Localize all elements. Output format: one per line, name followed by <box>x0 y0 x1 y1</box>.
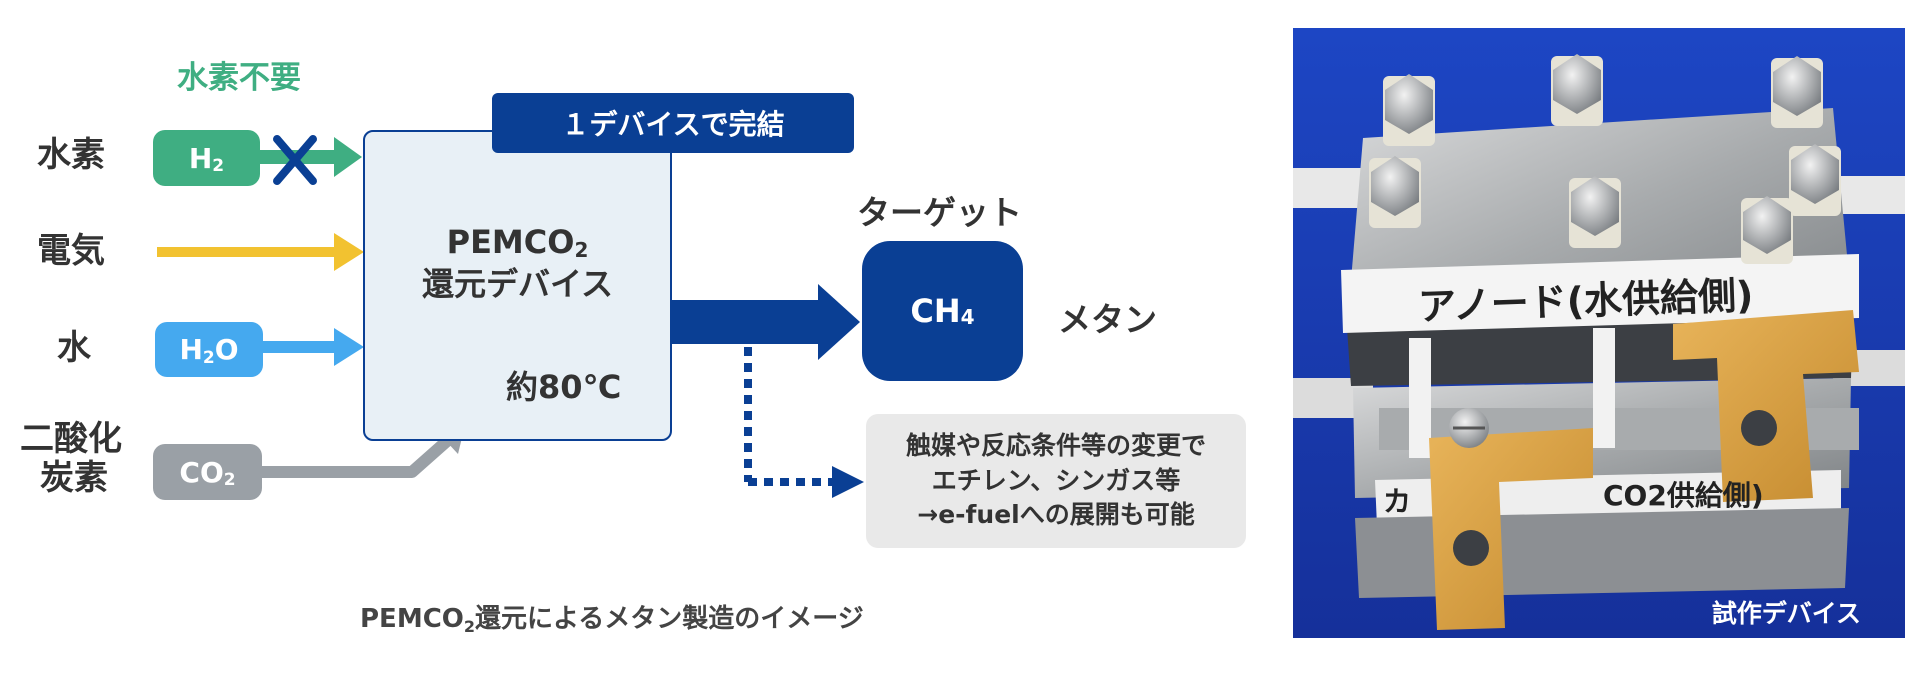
expansion-note: 触媒や反応条件等の変更で エチレン、シンガス等 →e-fuelへの展開も可能 <box>866 414 1246 548</box>
note-line1: 触媒や反応条件等の変更で <box>905 431 1206 461</box>
note-line3: →e-fuelへの展開も可能 <box>917 500 1195 530</box>
prototype-illustration <box>1293 28 1905 638</box>
co2-subscript: 2 <box>223 470 236 490</box>
device-banner: １デバイスで完結 <box>492 93 854 153</box>
branch-dotted-arrow <box>744 347 864 498</box>
caption-prefix: PEMCO <box>360 604 464 634</box>
electricity-arrow <box>157 233 364 271</box>
hydrogen-label: 水素 <box>37 135 105 175</box>
prototype-photo: アノード(水供給側) カ CO2供給側) 試作デバイス <box>1293 28 1905 638</box>
methane-subscript: 4 <box>960 305 975 329</box>
diagram-caption: PEMCO2還元によるメタン製造のイメージ <box>360 598 864 636</box>
water-label: 水 <box>57 328 91 368</box>
hydrogen-formula: H <box>188 141 213 175</box>
photo-caption: 試作デバイス <box>1711 599 1861 628</box>
caption-suffix: 還元によるメタン製造のイメージ <box>475 604 864 634</box>
methane-name: メタン <box>1058 300 1157 339</box>
co2-label: 二酸化 炭素 <box>20 419 122 499</box>
hydrogen-subscript: 2 <box>212 156 225 176</box>
device-name-prefix: PEMCO <box>446 223 575 261</box>
co2-label-line2: 炭素 <box>40 458 108 499</box>
electricity-label: 電気 <box>37 231 105 271</box>
output-arrow <box>672 284 860 360</box>
co2-formula: CO <box>179 455 224 489</box>
target-heading: ターゲット <box>857 193 1022 232</box>
device-name-line1: PEMCO2 <box>363 222 672 264</box>
methane-formula: CH <box>910 292 961 330</box>
cross-icon <box>273 135 317 185</box>
water-subscript: 2 <box>202 347 215 368</box>
cathode-label-end: CO2供給側) <box>1603 479 1764 512</box>
water-formula-h: H <box>179 333 203 366</box>
co2-label-line1: 二酸化 <box>20 419 122 459</box>
water-arrow <box>262 328 364 366</box>
device-temperature: 約80℃ <box>506 368 622 406</box>
no-hydrogen-label: 水素不要 <box>177 60 301 96</box>
cathode-label-start: カ <box>1383 485 1412 518</box>
anode-label: アノード(水供給側) <box>1417 273 1755 329</box>
note-line2: エチレン、シンガス等 <box>931 465 1181 495</box>
caption-subscript: 2 <box>463 617 476 636</box>
device-box <box>363 130 672 441</box>
device-name: PEMCO2 還元デバイス <box>363 222 672 305</box>
device-name-subscript: 2 <box>574 238 589 262</box>
device-name-line2: 還元デバイス <box>421 264 614 303</box>
water-formula-o: O <box>214 333 239 366</box>
